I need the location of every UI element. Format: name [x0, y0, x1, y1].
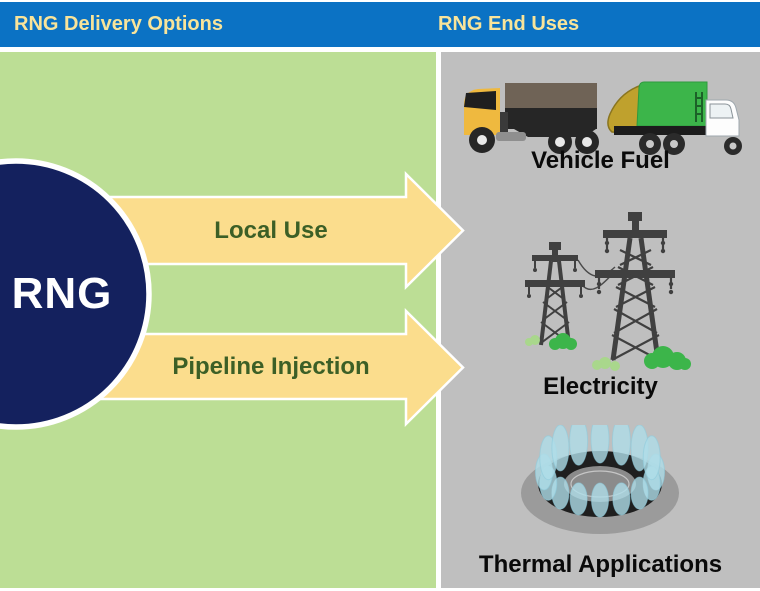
end-uses-title: RNG End Uses	[438, 13, 580, 35]
bushes	[525, 333, 691, 371]
pipeline-injection-label: Pipeline Injection	[172, 353, 370, 380]
rng-label: RNG	[11, 269, 113, 318]
thermal-applications-label: Thermal Applications	[478, 551, 723, 578]
vehicle-fuel-label: Vehicle Fuel	[531, 147, 670, 174]
garbage-chassis	[614, 126, 722, 135]
small-tower	[525, 242, 585, 346]
garbage-cab	[705, 99, 740, 137]
delivery-options-title: RNG Delivery Options	[14, 13, 223, 35]
transmission-towers-icon	[525, 212, 691, 371]
local-use-label: Local Use	[214, 217, 328, 244]
semi-cab	[464, 88, 526, 141]
garbage-wheels	[639, 133, 742, 155]
rng-circle	[0, 158, 152, 430]
gas-flames	[535, 425, 665, 518]
garbage-truck-icon	[607, 81, 742, 155]
local-use-arrow	[98, 171, 465, 290]
semi-truck-icon	[464, 83, 599, 154]
gas-burner-icon	[521, 425, 679, 534]
garbage-hopper	[607, 83, 645, 135]
header-bar: RNG Delivery Options RNG End Uses	[0, 2, 760, 47]
semi-trailer	[505, 83, 597, 137]
large-tower	[595, 212, 675, 361]
semi-wheels	[469, 127, 599, 154]
garbage-ladder	[695, 92, 703, 122]
electricity-label: Electricity	[543, 373, 658, 400]
pipeline-injection-arrow	[98, 308, 465, 427]
